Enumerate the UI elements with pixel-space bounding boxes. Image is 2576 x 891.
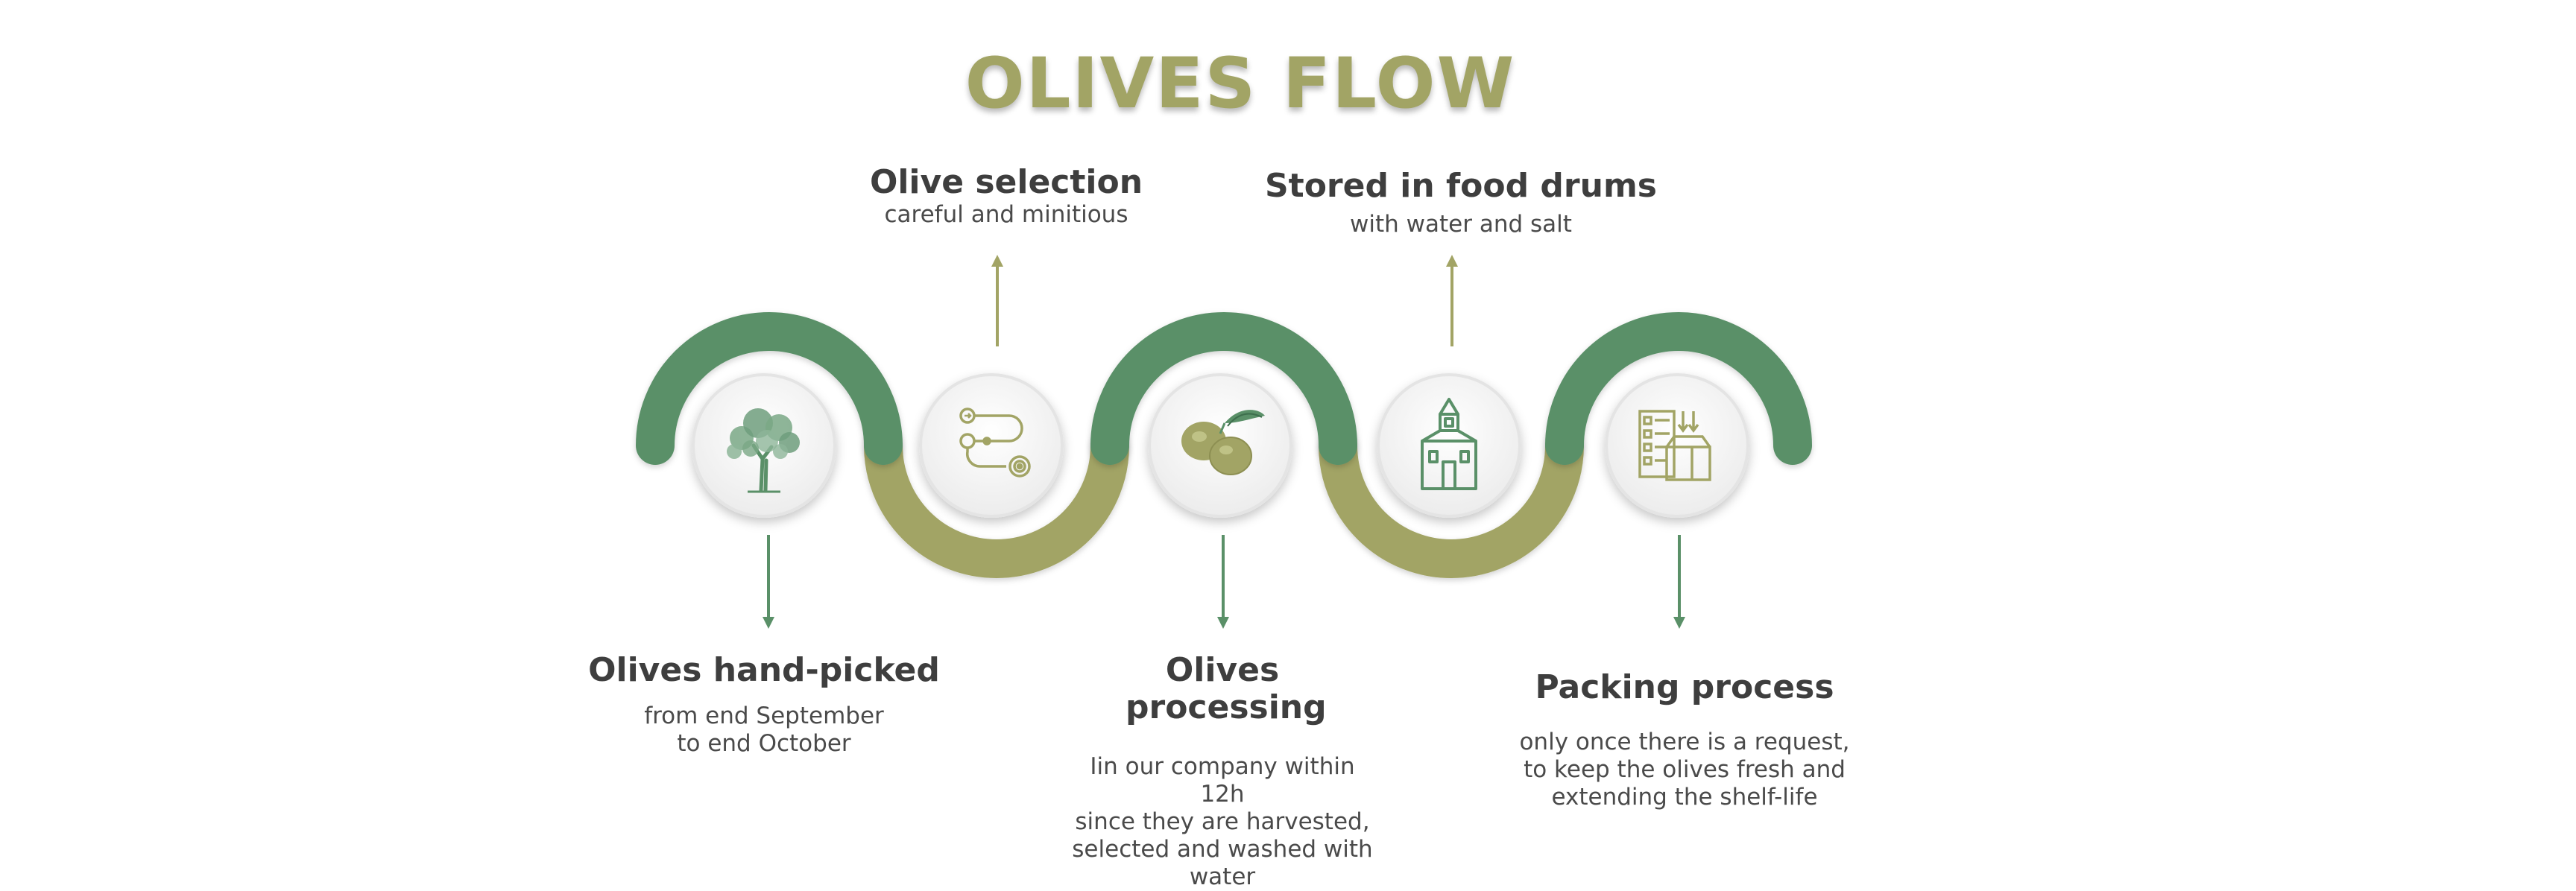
step-1-heading: Olives hand-picked <box>588 651 940 689</box>
step-2-description: careful and minitious <box>884 201 1128 228</box>
olive-arc-2 <box>1319 426 1584 578</box>
green-arc-1 <box>636 312 903 465</box>
step-3-description: Iin our company within 12h since they ar… <box>1072 753 1373 890</box>
step-2-heading: Olive selection <box>869 163 1143 201</box>
olive-arc-1 <box>864 426 1129 578</box>
step-5-disc <box>1605 373 1749 518</box>
green-arc-2 <box>1090 312 1357 465</box>
flow-diagram <box>636 255 1812 629</box>
step-1-description: from end September to end October <box>644 703 884 757</box>
step-3-heading: Olives processing <box>1126 651 1327 726</box>
step-2-label: Olive selection careful and minitious <box>820 164 1193 229</box>
page-title: OLIVES FLOW <box>965 43 1516 124</box>
step-5-heading: Packing process <box>1535 668 1834 706</box>
step-5-label: Packing process only once there is a req… <box>1506 669 1863 811</box>
step-3-label: Olives processing Iin our company within… <box>1051 652 1394 891</box>
step-2-disc <box>919 373 1064 518</box>
step-4-heading: Stored in food drums <box>1264 167 1657 205</box>
olives-icon <box>1181 410 1265 475</box>
olive-tree-icon <box>727 408 800 493</box>
step-4-description: with water and salt <box>1350 211 1572 238</box>
packing-checklist-icon <box>1638 410 1711 481</box>
selection-path-icon <box>959 408 1031 478</box>
step-4-disc <box>1377 373 1521 518</box>
storage-building-icon <box>1421 398 1477 490</box>
green-arc-3 <box>1545 312 1812 465</box>
step-4-label: Stored in food drums with water and salt <box>1252 168 1670 238</box>
step-5-description: only once there is a request, to keep th… <box>1519 729 1850 811</box>
step-1-label: Olives hand-picked from end September to… <box>566 652 962 758</box>
olives-flow-infographic: OLIVES FLOW <box>566 43 1863 890</box>
